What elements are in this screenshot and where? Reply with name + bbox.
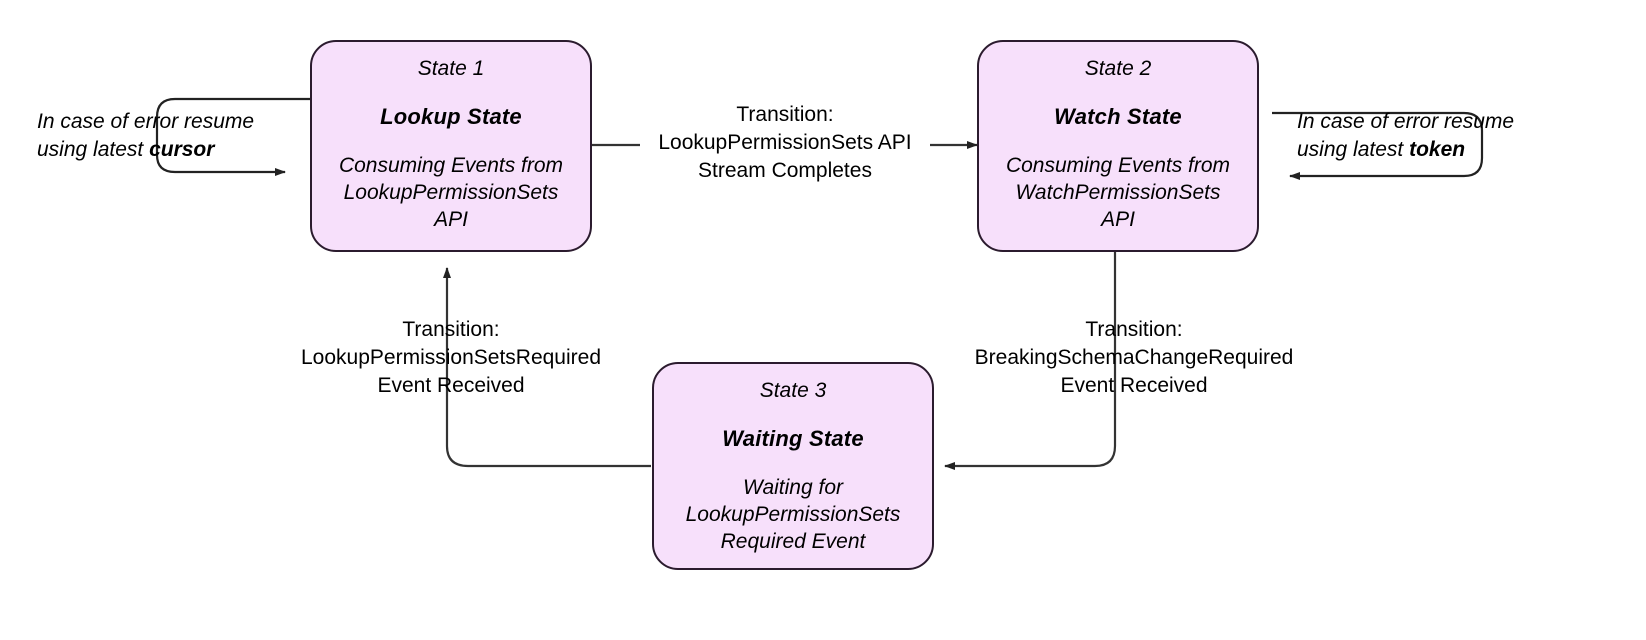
self-loop-note-token-line1: In case of error resume: [1297, 110, 1515, 133]
self-loop-note-token-line2: using latest token: [1297, 136, 1514, 164]
state-2-title: Watch State: [1054, 104, 1182, 129]
self-loop-note-token: In case of error resume using latest tok…: [1297, 108, 1514, 164]
transition-label-breaking-schema-change: Transition: BreakingSchemaChangeRequired…: [974, 318, 1294, 397]
state-1-id: State 1: [417, 57, 485, 80]
state-node-3[interactable]: State 3 Waiting State Waiting for Lookup…: [652, 362, 934, 570]
state-node-1[interactable]: State 1 Lookup State Consuming Events fr…: [310, 40, 592, 252]
state-2-id: State 2: [1084, 57, 1152, 80]
transition-label-lookup-required: Transition: LookupPermissionSetsRequired…: [301, 318, 601, 397]
state-1-description: Consuming Events from LookupPermissionSe…: [338, 154, 564, 231]
self-loop-note-token-line2-prefix: using latest: [1297, 138, 1410, 161]
self-loop-state1: [155, 97, 312, 176]
state-3-id: State 3: [759, 379, 827, 402]
self-loop-note-cursor: In case of error resume using latest cur…: [37, 108, 254, 164]
self-loop-note-cursor-line2: using latest cursor: [37, 136, 254, 164]
self-loop-state2: [1272, 111, 1484, 180]
state-1-title: Lookup State: [380, 104, 522, 129]
self-loop-note-cursor-line1: In case of error resume: [37, 110, 255, 133]
self-loop-note-cursor-emphasis: cursor: [149, 138, 215, 161]
self-loop-note-cursor-line2-prefix: using latest: [37, 138, 150, 161]
state-2-description: Consuming Events from WatchPermissionSet…: [1005, 154, 1231, 231]
state-node-2[interactable]: State 2 Watch State Consuming Events fro…: [977, 40, 1259, 252]
transition-label-lookup-stream-completes: Transition: LookupPermissionSets API Str…: [658, 103, 912, 182]
edge-state3-to-state1: [443, 267, 651, 468]
state-3-description: Waiting for LookupPermissionSets Require…: [685, 476, 901, 553]
state-3-title: Waiting State: [722, 426, 864, 451]
edge-state2-to-state3: [944, 250, 1117, 470]
self-loop-note-token-emphasis: token: [1409, 138, 1466, 161]
